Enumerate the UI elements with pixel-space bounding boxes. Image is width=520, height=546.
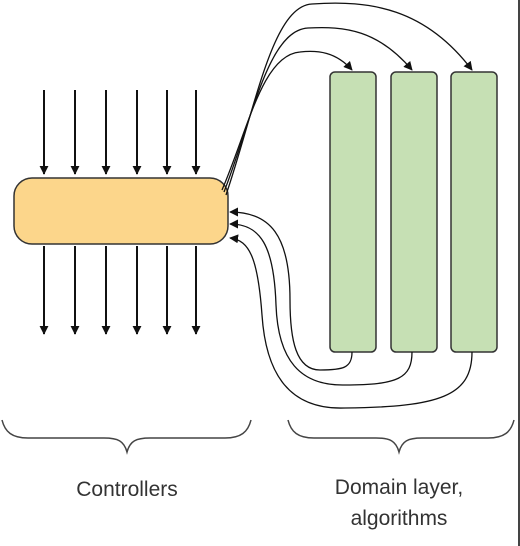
domain-blocks <box>329 71 498 353</box>
controller-to-domain-arrows <box>221 2 473 196</box>
return-arrow-from-block-3 <box>229 234 473 409</box>
controllers-brace <box>1 419 252 455</box>
call-arrow-to-block-3 <box>225 2 473 196</box>
outgoing-arrows <box>39 246 201 335</box>
domain-to-controller-arrows <box>229 207 473 409</box>
domain-brace <box>287 419 515 455</box>
controllers-label: Controllers <box>76 478 178 501</box>
right-edge-border <box>518 0 520 546</box>
incoming-arrows <box>39 90 201 175</box>
call-arrow-to-block-1 <box>221 50 353 191</box>
domain-block-2 <box>390 71 438 353</box>
controller-block <box>13 177 229 245</box>
return-arrow-from-block-1 <box>229 207 353 371</box>
domain-label-line-2: algorithms <box>351 507 448 530</box>
domain-label-line-1: Domain layer, <box>335 476 463 499</box>
domain-block-1 <box>329 71 377 353</box>
domain-block-3 <box>450 71 498 353</box>
return-arrow-from-block-2 <box>229 219 413 386</box>
